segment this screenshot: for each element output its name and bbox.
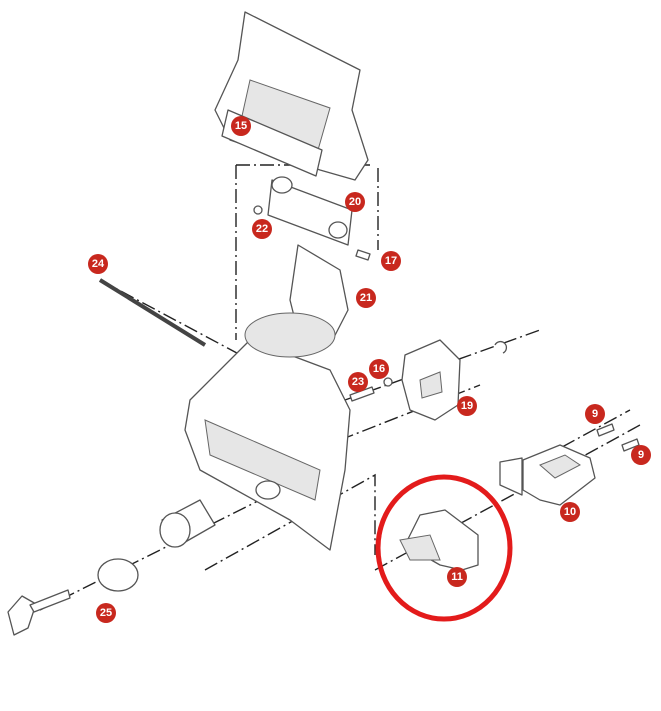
badge-11[interactable]: 11: [447, 567, 467, 587]
badge-25[interactable]: 25: [96, 603, 116, 623]
badge-22[interactable]: 22: [252, 219, 272, 239]
svg-text:16: 16: [373, 363, 385, 375]
svg-text:20: 20: [349, 196, 361, 208]
lock-cylinder[interactable]: [97, 499, 216, 592]
svg-text:11: 11: [451, 571, 463, 583]
key[interactable]: [7, 589, 71, 636]
e-clip[interactable]: [494, 341, 507, 354]
svg-text:24: 24: [92, 258, 105, 270]
badge-20[interactable]: 20: [345, 192, 365, 212]
svg-text:22: 22: [256, 223, 268, 235]
svg-text:9: 9: [592, 408, 598, 420]
badge-21[interactable]: 21: [356, 288, 376, 308]
svg-text:15: 15: [235, 120, 247, 132]
badge-10[interactable]: 10: [560, 502, 580, 522]
part-9-spring-a[interactable]: [596, 423, 615, 437]
svg-text:19: 19: [461, 400, 473, 412]
part-23-spring[interactable]: [349, 386, 375, 402]
part-20-hinge[interactable]: [267, 176, 353, 246]
highlight-circle: [375, 474, 513, 622]
part-16-ball[interactable]: [383, 377, 393, 387]
svg-text:10: 10: [564, 506, 576, 518]
svg-text:9: 9: [638, 449, 644, 461]
part-11-latch[interactable]: [399, 509, 479, 571]
badge-24[interactable]: 24: [88, 254, 108, 274]
svg-text:23: 23: [352, 376, 364, 388]
badge-23[interactable]: 23: [348, 372, 368, 392]
part-19-cam[interactable]: [401, 339, 461, 421]
badge-15[interactable]: 15: [231, 116, 251, 136]
badge-9a[interactable]: 9: [585, 404, 605, 424]
svg-text:17: 17: [385, 255, 397, 267]
main-housing[interactable]: [184, 312, 351, 551]
svg-text:21: 21: [360, 292, 372, 304]
part-10-slider[interactable]: [499, 444, 596, 506]
svg-text:25: 25: [100, 607, 112, 619]
part-17-spring[interactable]: [355, 249, 371, 261]
part-9-spring-b[interactable]: [621, 438, 640, 452]
badge-19[interactable]: 19: [457, 396, 477, 416]
badge-16[interactable]: 16: [369, 359, 389, 379]
part-24-rod[interactable]: [98, 278, 207, 347]
part-15-cover[interactable]: [214, 11, 369, 181]
part-22-nut[interactable]: [253, 205, 263, 215]
badge-17[interactable]: 17: [381, 251, 401, 271]
badge-9b[interactable]: 9: [631, 445, 651, 465]
